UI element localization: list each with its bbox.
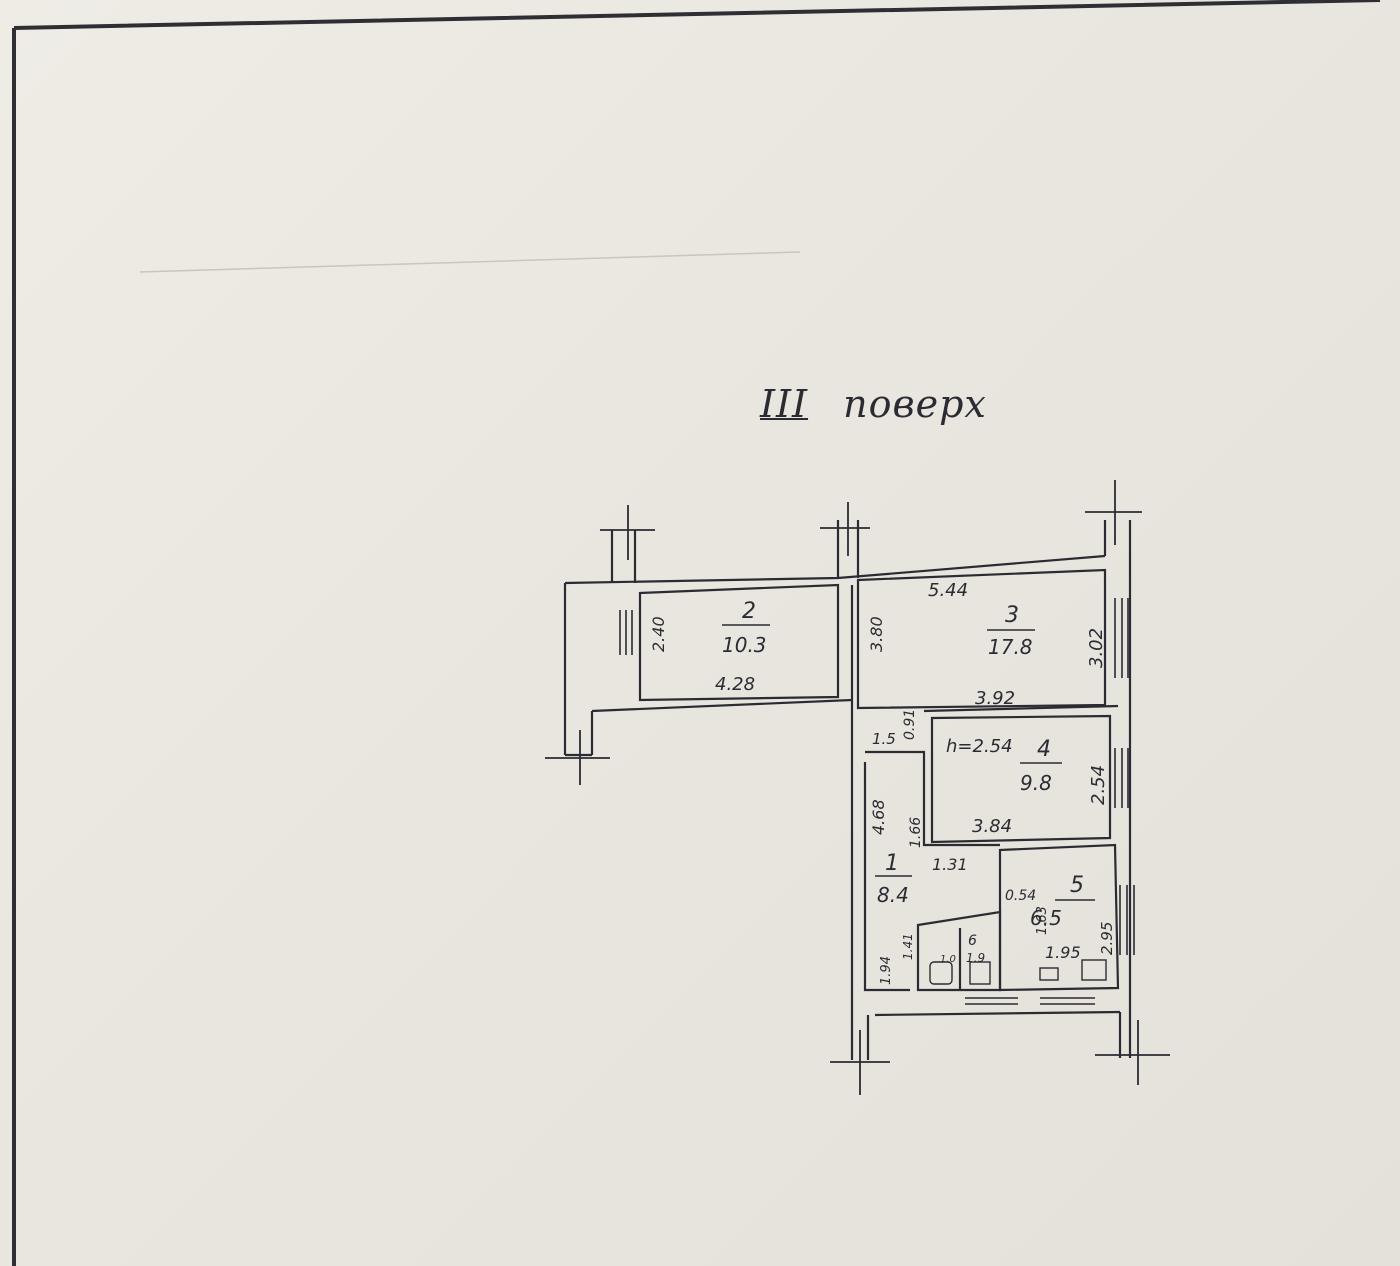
room-3-area: 17.8 (988, 635, 1033, 659)
labels: 2 10.3 3 17.8 4 9.8 1 8.4 5 6.5 6 1.9 h=… (649, 580, 1116, 985)
dim-kitchen-d: 2.95 (1098, 922, 1116, 955)
fold-line (139, 251, 801, 273)
dim-wc-area: 1.0 (940, 954, 956, 965)
room-3-number: 3 (1005, 603, 1019, 628)
axis-ticks (545, 480, 1170, 1095)
dim-room3-bottom: 3.92 (975, 688, 1015, 709)
sheet-border (12, 0, 1381, 1266)
room-1-area: 8.4 (877, 883, 909, 907)
dim-corridor-b: 0.91 (902, 709, 918, 740)
dim-room3-top: 5.44 (928, 580, 968, 601)
stove-fixture (1081, 959, 1107, 981)
dim-room2-width: 4.28 (715, 674, 755, 695)
room-5-area: 6.5 (1030, 906, 1062, 930)
dim-room4-right: 2.54 (1088, 765, 1109, 805)
floor-word: поверх (843, 382, 987, 426)
room-2-area: 10.3 (722, 633, 767, 657)
dim-room2-right: 3.80 (867, 616, 886, 652)
ceiling-height-label: h=2.54 (946, 736, 1013, 757)
windows (619, 598, 1135, 1005)
floor-number: III (760, 382, 809, 426)
toilet-fixture (969, 961, 991, 985)
room-5-number: 5 (1070, 873, 1084, 898)
room-2-number: 2 (742, 599, 756, 624)
dim-room1-inner: 1.66 (908, 817, 924, 848)
room-6-number: 6 (968, 933, 977, 949)
dim-room2-height: 2.40 (649, 616, 668, 652)
dim-room3-right: 3.02 (1086, 628, 1107, 668)
fixtures (929, 959, 1107, 985)
dim-kitchen-b: 1.63 (1035, 906, 1050, 935)
walls (563, 520, 1132, 1060)
sink-fixture (929, 961, 953, 985)
dim-wc-b: 1.94 (879, 956, 894, 985)
dim-room1-bottom: 1.31 (932, 855, 968, 874)
dim-room1-left: 4.68 (869, 799, 888, 835)
floor-title: III поверх (760, 382, 987, 426)
room-4-number: 4 (1037, 737, 1051, 762)
kitchen-sink-fixture (1039, 967, 1059, 981)
dim-room4-bottom: 3.84 (972, 816, 1012, 837)
dim-corridor-a: 1.5 (872, 730, 896, 748)
dim-wc-a: 1.41 (901, 933, 915, 960)
room-4-area: 9.8 (1020, 771, 1052, 795)
room-1-number: 1 (885, 851, 899, 876)
dim-kitchen-a: 0.54 (1005, 888, 1036, 904)
dim-kitchen-c: 1.95 (1045, 943, 1081, 962)
room-6-area: 1.9 (966, 951, 985, 965)
